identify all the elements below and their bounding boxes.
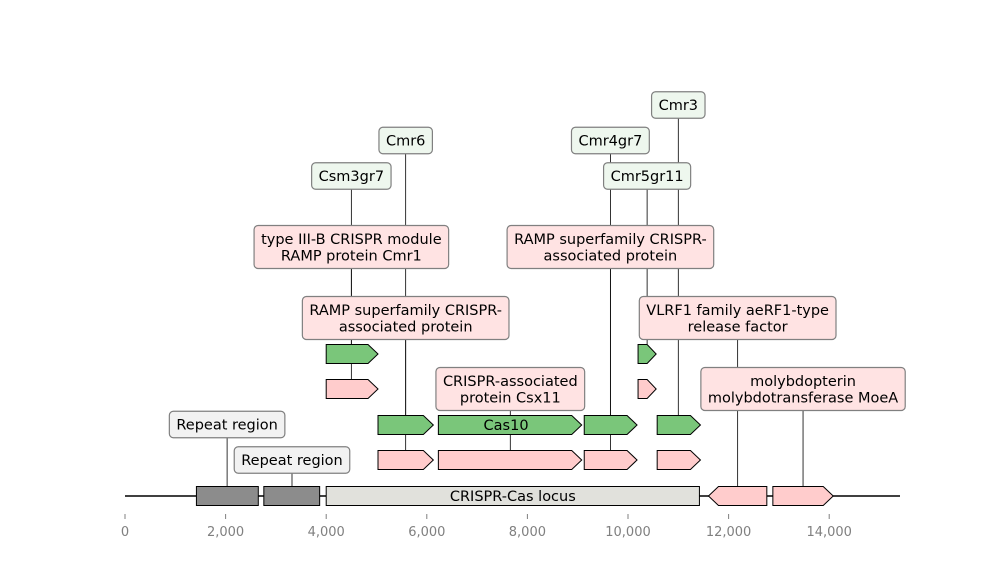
- coordinate-axis: 0 2,000 4,000 6,000 8,000 10,000 12,000 14,000: [121, 514, 852, 540]
- label-box-cmr1: [253, 224, 450, 270]
- label-text-moea: molybdopterin: [750, 374, 856, 390]
- label-cmr5gr11: Cmr5gr11: [602, 162, 692, 190]
- label-cmr3: Cmr3: [650, 91, 706, 119]
- label-text-cmr4gr7: Cmr4gr7: [578, 134, 642, 150]
- feature-green-3: [583, 415, 638, 435]
- axis-tick-label: 0: [121, 525, 129, 540]
- axis-tick-label: 4,000: [308, 525, 345, 540]
- label-ramp-1: RAMP superfamily CRISPR-associated prote…: [301, 295, 510, 341]
- label-box-vlrf1: [638, 295, 837, 341]
- axis-tick-label: 8,000: [509, 525, 546, 540]
- feature-tracks: CRISPR-Cas locus Cas10: [195, 344, 834, 506]
- feature-green-5: [325, 344, 379, 364]
- label-text-cmr1: type III-B CRISPR module: [261, 232, 442, 248]
- label-box-moea: [700, 366, 906, 412]
- feature-green-1: [377, 415, 435, 435]
- feature-text-green-cas10: Cas10: [484, 418, 529, 434]
- label-text-cmr6: Cmr6: [386, 134, 425, 150]
- label-text-cmr1: RAMP protein Cmr1: [281, 248, 422, 264]
- axis-tick-label: 10,000: [605, 525, 651, 540]
- axis-tick-label: 6,000: [408, 525, 445, 540]
- feature-pink-2: [437, 450, 583, 470]
- label-text-csm3gr7: Csm3gr7: [319, 169, 384, 185]
- feature-repeat-1: [195, 486, 259, 506]
- label-text-moea: molybdotransferase MoeA: [708, 390, 898, 406]
- label-box-ramp-2: [506, 224, 715, 270]
- axis-tick-label: 14,000: [806, 525, 852, 540]
- feature-pink-4: [656, 450, 702, 470]
- label-box-cmr3: [650, 91, 706, 119]
- label-cmr6: Cmr6: [378, 126, 433, 155]
- feature-green-4: [656, 415, 702, 435]
- label-repeat-region-1: Repeat region: [168, 410, 286, 439]
- label-box-repeat-region-1: [168, 410, 286, 439]
- feature-locus: [325, 486, 700, 506]
- label-repeat-region-2: Repeat region: [233, 446, 351, 474]
- label-text-repeat-region-2: Repeat region: [241, 453, 343, 469]
- label-cmr4gr7: Cmr4gr7: [570, 126, 650, 155]
- label-box-csx11: [435, 366, 586, 412]
- feature-pink-5: [325, 379, 379, 399]
- label-ramp-2: RAMP superfamily CRISPR-associated prote…: [506, 224, 715, 270]
- label-text-cmr3: Cmr3: [659, 98, 698, 114]
- label-box-repeat-region-2: [233, 446, 351, 474]
- label-box-ramp-1: [301, 295, 510, 341]
- label-text-vlrf1: VLRF1 family aeRF1-type: [646, 303, 829, 319]
- axis-tick-label: 12,000: [706, 525, 752, 540]
- label-text-ramp-1: RAMP superfamily CRISPR-: [309, 303, 502, 319]
- label-text-vlrf1: release factor: [688, 319, 788, 335]
- label-text-csx11: CRISPR-associated: [443, 374, 578, 390]
- label-text-ramp-2: associated protein: [544, 248, 678, 264]
- label-csm3gr7: Csm3gr7: [311, 162, 392, 190]
- feature-pink-6: [637, 379, 657, 399]
- axis-tick-label: 2,000: [207, 525, 244, 540]
- label-text-ramp-1: associated protein: [339, 319, 473, 335]
- feature-pink-3: [583, 450, 638, 470]
- label-text-csx11: protein Csx11: [460, 390, 561, 406]
- label-text-cmr5gr11: Cmr5gr11: [611, 169, 684, 185]
- feature-gene-fwd-1: [772, 486, 834, 506]
- feature-green-cas10: [437, 415, 583, 435]
- feature-pink-1: [377, 450, 435, 470]
- label-text-repeat-region-1: Repeat region: [176, 418, 278, 434]
- label-box-cmr4gr7: [570, 126, 650, 155]
- label-box-cmr6: [378, 126, 433, 155]
- feature-text-locus: CRISPR-Cas locus: [450, 489, 576, 505]
- label-box-cmr5gr11: [602, 162, 692, 190]
- feature-repeat-2: [263, 486, 321, 506]
- label-text-ramp-2: RAMP superfamily CRISPR-: [514, 232, 707, 248]
- feature-green-6: [637, 344, 657, 364]
- feature-gene-rev-1: [707, 486, 768, 506]
- label-box-csm3gr7: [311, 162, 392, 190]
